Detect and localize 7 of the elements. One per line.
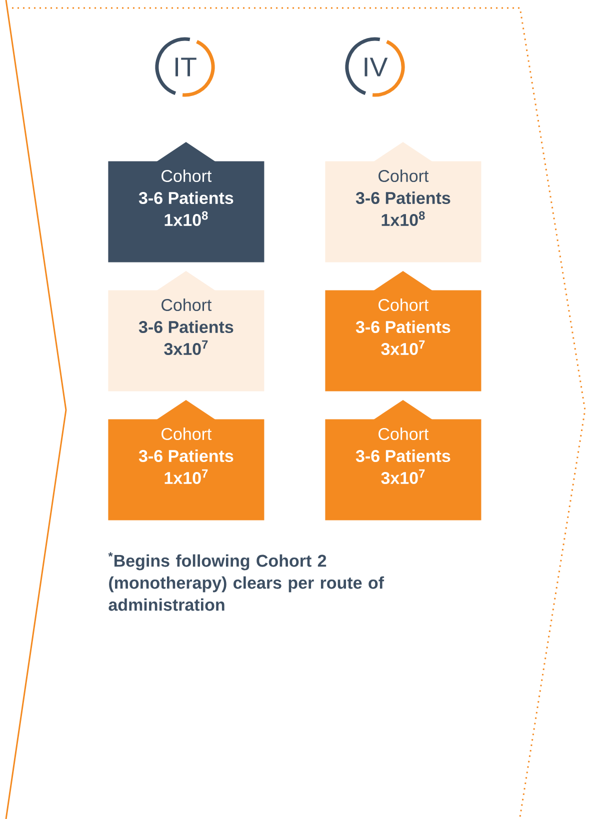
cohort-box: Cohort 3-6 Patients 1x10$^{8}$ [325, 142, 482, 262]
cohort-box: Cohort 3-6 Patients 1x10$^{7}$ [108, 400, 264, 520]
cohort-box: Cohort 3-6 Patients 3x10$^{7}$ [108, 271, 264, 392]
cohort-box: Cohort 3-6 Patients 1x10$^{8}$ [108, 142, 264, 262]
cohort-box: Cohort 3-6 Patients 3x10$^{7}$ [325, 400, 482, 520]
footnote: $^{*}$Begins following Cohort 2 (monotherapy) clears per route of administration [108, 552, 384, 611]
cohort-box: Cohort 3-6 Patients 3x10$^{7}$ [325, 271, 482, 392]
